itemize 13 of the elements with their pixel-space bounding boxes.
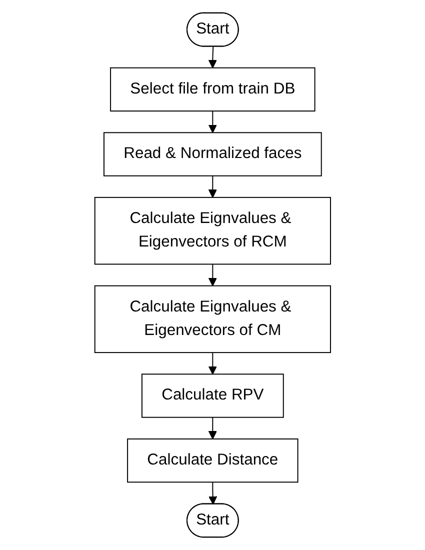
arrow [208,264,217,286]
node-box: Select file from train DB [110,67,316,112]
arrow [208,352,217,375]
arrow [208,46,217,68]
arrow [208,482,217,505]
node-box: Calculate RPV [141,374,284,418]
node-box: Calculate Distance [126,438,298,483]
arrow [208,416,217,440]
arrow [208,175,217,198]
arrow [208,110,217,134]
node-box: Calculate Eignvalues & Eigenvectors of CM [94,285,331,354]
node-box: Read & Normalized faces [103,132,322,176]
node-box: Calculate Eignvalues & Eigenvectors of RCM [94,196,331,265]
